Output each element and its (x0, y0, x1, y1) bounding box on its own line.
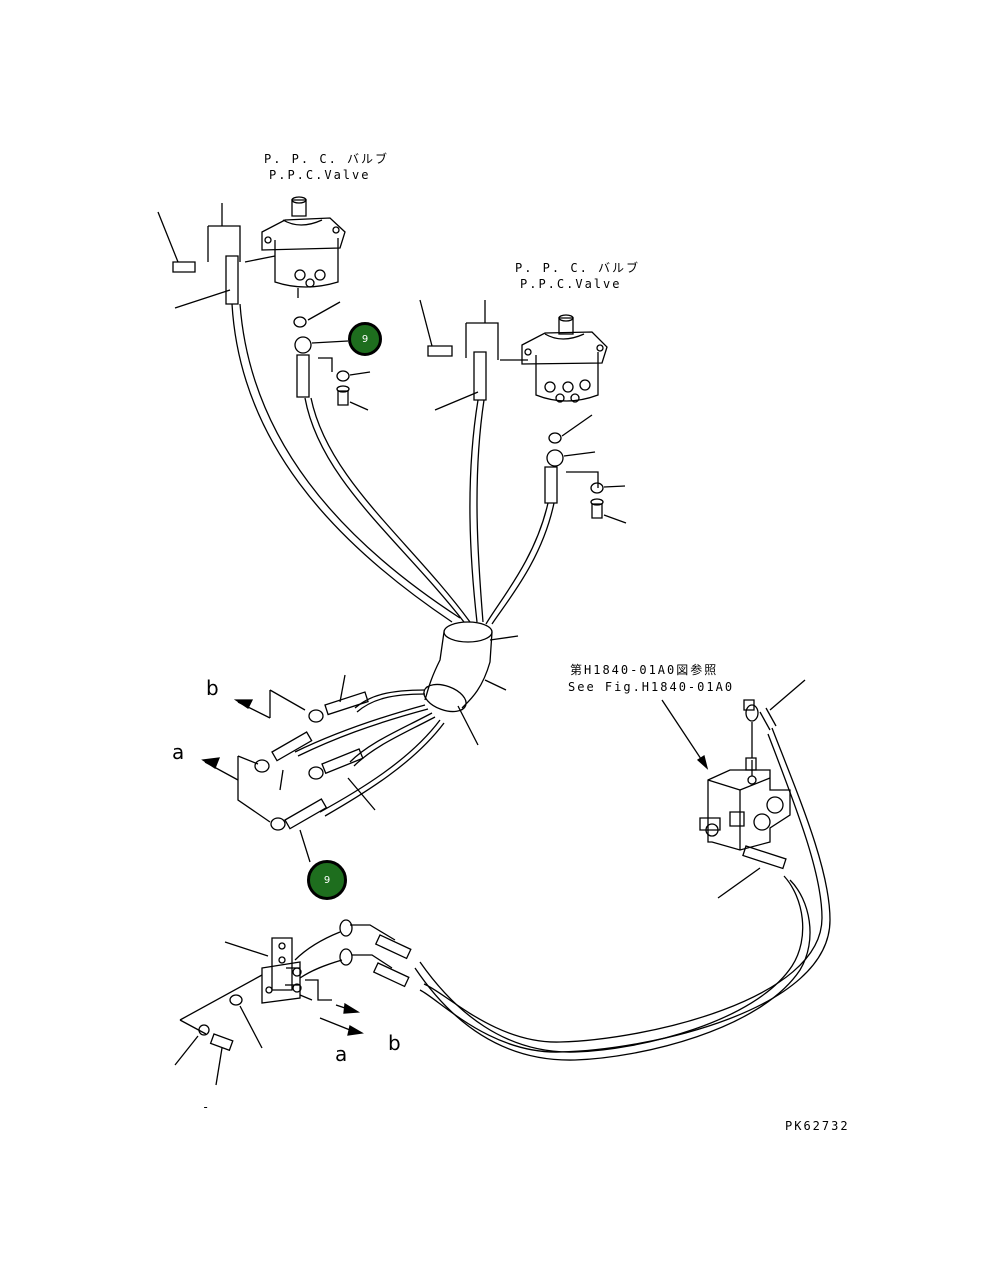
left-hoses (295, 690, 444, 816)
hose-bundle (232, 304, 554, 624)
arrow-a-bottom-icon (347, 1024, 364, 1036)
port-label-a-left: a (172, 740, 185, 764)
ppc-valve-2-label-jp: P. P. C. バルブ (515, 261, 641, 275)
mounting-plate (180, 938, 332, 1034)
left-fittings (205, 675, 375, 862)
hose-clamp (420, 622, 518, 745)
drawing-number: PK62732 (785, 1119, 850, 1133)
port-label-b-left: b (206, 676, 219, 700)
ppc-valve-2 (522, 315, 607, 402)
bottom-fittings (295, 920, 411, 986)
ppc-valve-1 (262, 197, 345, 298)
bolts-washers (175, 995, 262, 1085)
arrow-b-bottom-icon (343, 1002, 361, 1014)
ref-arrow (662, 700, 709, 770)
port-label-a-bottom: a (335, 1042, 348, 1066)
arrow-b-left-icon (233, 699, 254, 709)
port-label-b-bottom: b (388, 1031, 401, 1055)
valve-1-fittings (158, 203, 370, 410)
reference-figure-label-jp: 第H1840-01A0図参照 (570, 663, 719, 677)
ppc-valve-1-label-en: P.P.C.Valve (269, 168, 371, 182)
arrows (201, 699, 364, 1036)
callout-9-bottom[interactable]: 9 (307, 860, 347, 900)
footnote-mark: - (202, 1100, 212, 1114)
return-hoses (415, 728, 830, 1060)
control-valve-block (700, 680, 805, 898)
ppc-valve-2-label-en: P.P.C.Valve (520, 277, 622, 291)
callout-9-top[interactable]: 9 (348, 322, 382, 356)
reference-figure-label-en: See Fig.H1840-01A0 (568, 680, 735, 694)
ppc-valve-1-label-jp: P. P. C. バルブ (264, 152, 390, 166)
arrow-a-left-icon (201, 757, 221, 769)
valve-2-fittings (420, 300, 626, 523)
